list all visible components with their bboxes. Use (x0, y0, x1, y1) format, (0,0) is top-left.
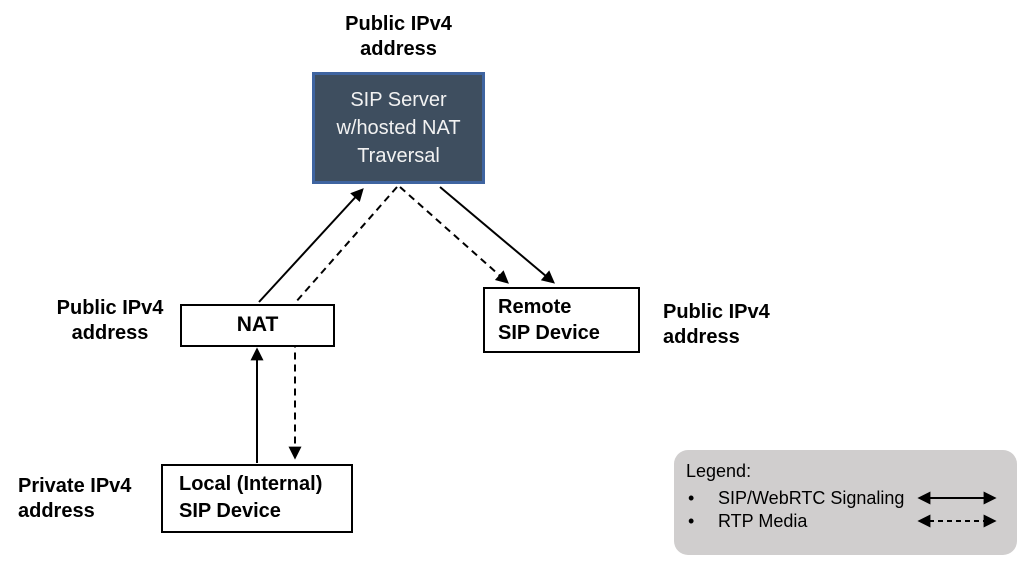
local-address-line1: Private IPv4 (18, 475, 132, 497)
connector-server-to-remote-dashed (399, 186, 509, 284)
remote-sip-device-line1: Remote (498, 296, 572, 318)
legend-item-signaling-label: SIP/WebRTC Signaling (718, 488, 905, 508)
remote-address-line1: Public IPv4 (663, 301, 770, 323)
solid-double-arrow-icon (917, 491, 997, 505)
local-sip-device-line1: Local (Internal) (179, 473, 323, 495)
connector-nat-to-server-solid (258, 188, 364, 303)
legend-bullet-signaling: • (688, 488, 695, 508)
sip-server-line1: SIP Server (350, 89, 447, 111)
legend-title: Legend: (686, 461, 752, 481)
remote-address-label: Public IPv4 address (663, 300, 770, 350)
legend-box: Legend: • SIP/WebRTC Signaling • RTP Med… (674, 450, 1017, 555)
legend-bullet-media: • (688, 511, 695, 531)
server-address-line2: address (360, 38, 437, 60)
remote-address-line2: address (663, 326, 740, 348)
local-sip-device-node: Local (Internal) SIP Device (161, 464, 353, 533)
remote-sip-device-node: Remote SIP Device (483, 287, 640, 353)
connector-server-to-remote-solid (439, 186, 555, 284)
server-address-line1: Public IPv4 (345, 13, 452, 35)
sip-server-line3: Traversal (357, 145, 440, 167)
nat-node: NAT (180, 304, 335, 347)
remote-sip-device-line2: SIP Device (498, 322, 600, 344)
local-address-label: Private IPv4 address (18, 474, 131, 524)
sip-server-line2: w/hosted NAT (336, 117, 461, 139)
local-sip-device-line2: SIP Device (179, 500, 281, 522)
server-address-label: Public IPv4 address (312, 12, 485, 62)
sip-server-node: SIP Server w/hosted NAT Traversal (312, 72, 485, 184)
nat-address-line1: Public IPv4 (56, 297, 164, 319)
nat-address-label: Public IPv4 address (40, 296, 180, 346)
nat-address-line2: address (71, 322, 149, 344)
nat-label: NAT (236, 313, 279, 336)
local-address-line2: address (18, 500, 95, 522)
dashed-double-arrow-icon (917, 514, 997, 528)
legend-item-media-label: RTP Media (718, 511, 808, 531)
